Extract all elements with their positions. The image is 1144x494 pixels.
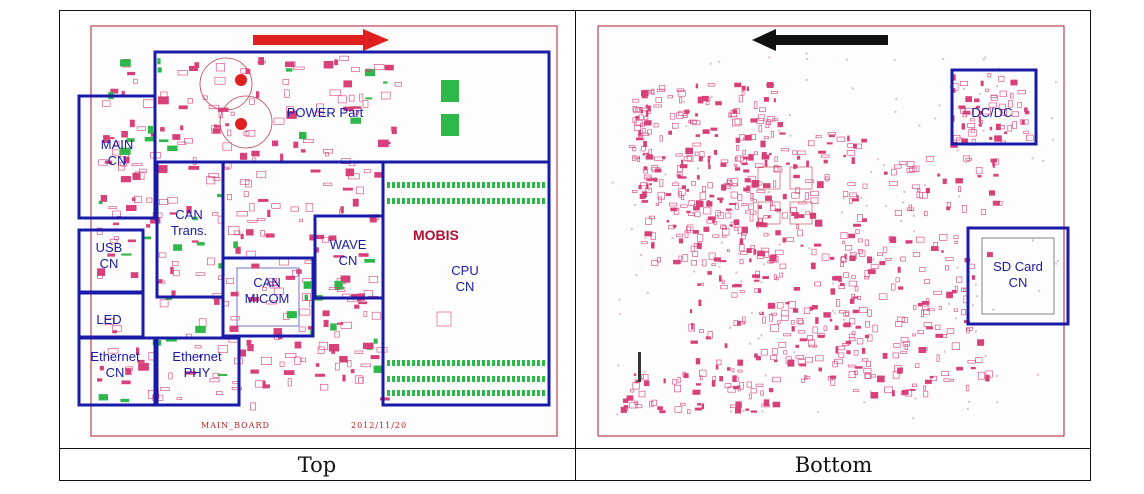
top-board-outline: [90, 25, 558, 437]
power-label: POWER Part: [287, 105, 364, 120]
column-divider: [575, 10, 576, 481]
mobis-logo: MOBIS: [413, 227, 459, 243]
wave-cn-block: [313, 214, 385, 300]
caption-bottom: Bottom: [794, 452, 873, 477]
sd-card-cn-block: [966, 226, 1070, 326]
dc-dc-label: DC/DC: [971, 105, 1012, 120]
ethernet-cn-block: [77, 336, 157, 407]
dc-dc-block: [950, 68, 1038, 146]
main-cn-block: [77, 94, 157, 220]
led-label: LED: [96, 312, 121, 327]
board-date-text: 2012/11/20: [351, 421, 407, 430]
direction-arrow-right: [253, 29, 389, 51]
top-component-layer: [96, 55, 545, 411]
direction-arrow-left: [752, 29, 888, 51]
top-board-image: MOBIS MAIN_BOARD 2012/11/20 POWER PartMA…: [77, 25, 558, 437]
ethernet-phy-block: [155, 336, 241, 407]
caption-divider: [59, 448, 1091, 449]
bottom-board-outline: [597, 25, 1065, 437]
caption-top: Top: [297, 452, 337, 477]
can-micom-block: [221, 256, 315, 338]
board-name-text: MAIN_BOARD: [201, 421, 270, 430]
can-trans-block: [155, 160, 225, 299]
